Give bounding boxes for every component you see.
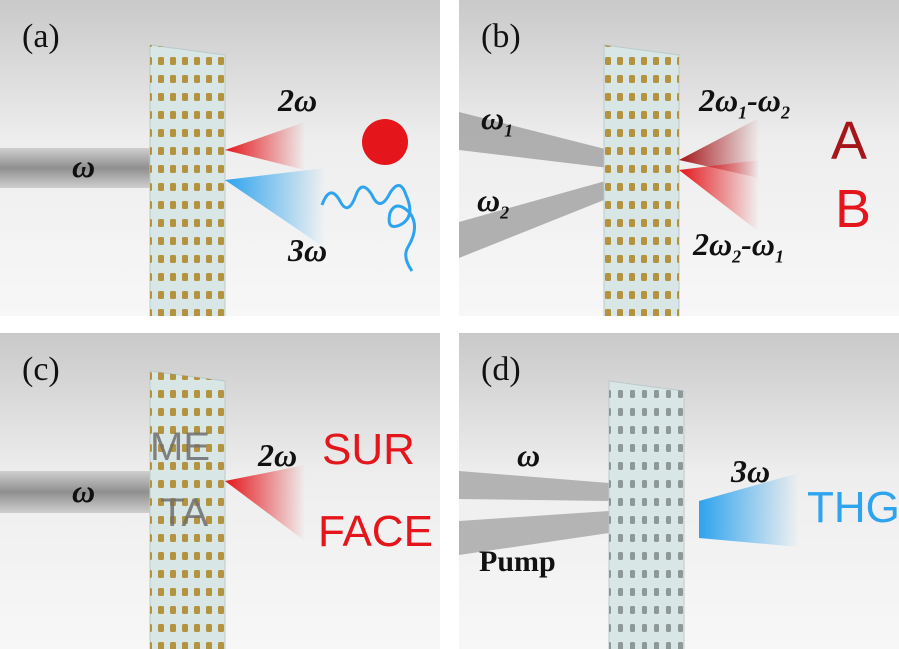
red-cone [225, 465, 305, 541]
omega2-label: ω2 [477, 182, 510, 223]
input-omega-label: ω [72, 473, 96, 509]
panel-d: (d) ω Pump 3ω THG [459, 333, 899, 649]
panel-label: (c) [22, 351, 60, 388]
panel-a: (a) ω 2ω 3ω [0, 0, 440, 316]
red-cone [679, 160, 759, 232]
third-harmonic-label: 3ω [731, 453, 771, 489]
input-omega-label: ω [517, 437, 541, 473]
second-harmonic-label: 2ω [278, 82, 318, 118]
freq-mix-2-label: 2ω2-ω1 [693, 226, 784, 267]
blue-cone [225, 168, 325, 248]
beam-omega-1 [459, 112, 609, 168]
pump-label: Pump [479, 545, 556, 578]
red-cone [225, 122, 305, 170]
surface-text-1: SUR [322, 425, 415, 474]
panel-label: (d) [481, 351, 521, 388]
beam-omega-2 [459, 180, 609, 258]
meta-text-2: TA [160, 491, 209, 535]
panel-c-scene [0, 333, 440, 649]
blue-pattern [320, 184, 416, 272]
letter-a: A [831, 111, 868, 171]
signal-beam [459, 471, 609, 501]
pump-beam [459, 511, 609, 555]
blue-cone [699, 473, 799, 547]
panel-label: (b) [481, 18, 521, 55]
meta-text-1: ME [150, 425, 210, 469]
panel-b-scene [459, 0, 899, 316]
third-harmonic-label: 3ω [288, 232, 328, 268]
red-circle [362, 119, 408, 165]
letter-b: B [835, 179, 872, 239]
panel-a-scene [0, 0, 440, 316]
panel-label: (a) [22, 18, 60, 55]
panel-b: (b) ω1 ω2 2ω1-ω2 2ω2-ω1 A B [459, 0, 899, 316]
surface-text-2: FACE [318, 507, 433, 556]
freq-mix-1-label: 2ω1-ω2 [699, 82, 790, 123]
panel-d-scene [459, 333, 899, 649]
second-harmonic-label: 2ω [258, 437, 298, 473]
input-beam [0, 471, 160, 513]
input-omega-label: ω [72, 148, 96, 184]
input-beam [0, 148, 160, 188]
omega1-label: ω1 [481, 100, 514, 141]
panel-c: (c) ω 2ω ME TA SUR FACE [0, 333, 440, 649]
thg-text: THG [807, 483, 899, 532]
